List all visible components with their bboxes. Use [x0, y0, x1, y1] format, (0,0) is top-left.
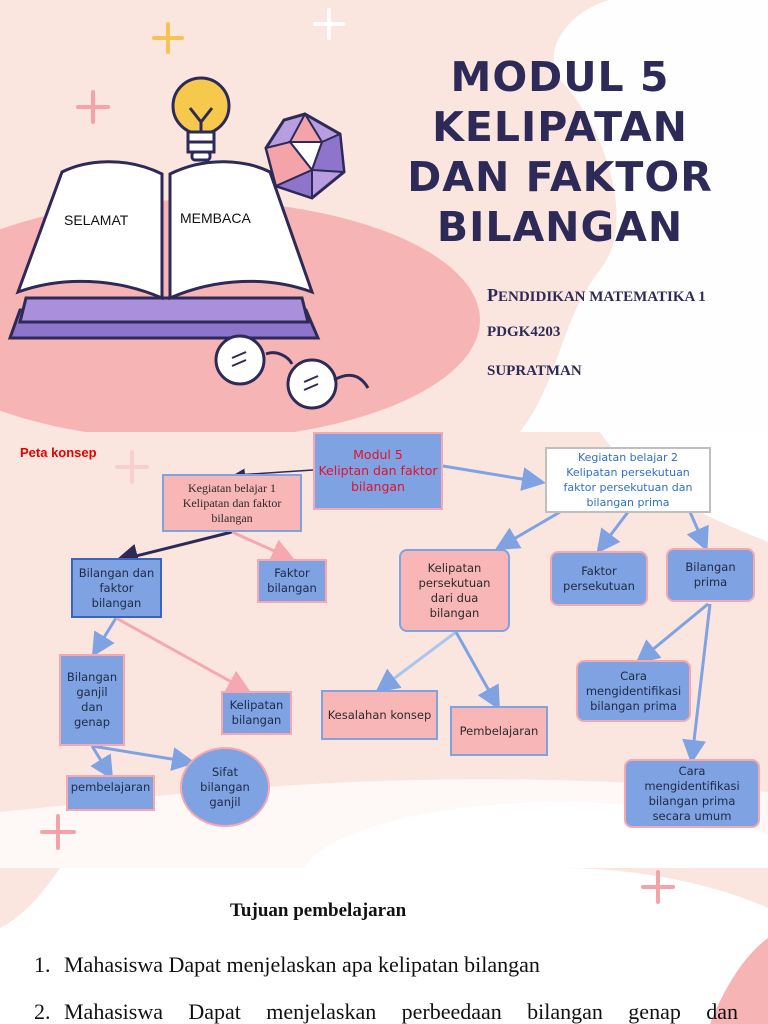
concept-map-heading: Peta konsep	[20, 445, 97, 460]
root-line: Modul 5	[353, 447, 403, 463]
page-title: MODUL 5 KELIPATAN DAN FAKTOR BILANGAN	[395, 52, 725, 252]
objective-number: 1.	[34, 952, 64, 978]
plus-decoration-icon	[154, 24, 182, 52]
node-root: Modul 5 Keliptan dan faktor bilangan	[313, 432, 443, 510]
node-kegiatan-belajar-1: Kegiatan belajar 1 Kelipatan dan faktor …	[162, 474, 302, 532]
node-kegiatan-belajar-2: Kegiatan belajar 2 Kelipatan persekutuan…	[545, 447, 711, 513]
concept-map-slide: Peta konsep Modul 5 Keliptan dan faktor …	[0, 432, 768, 868]
node-kelipatan-persekutuan: Kelipatan persekutuan dari dua bilangan	[399, 549, 510, 632]
node-cara-identifikasi-prima-umum: Cara mengidentifikasi bilangan prima sec…	[624, 759, 760, 828]
node-kesalahan-konsep: Kesalahan konsep	[321, 690, 438, 740]
objectives-section: Tujuan pembelajaran 1. Mahasiswa Dapat m…	[0, 868, 768, 1024]
author-name: SUPRATMAN	[487, 363, 582, 380]
node-sifat-bilangan-ganjil: Sifat bilangan ganjil	[180, 747, 270, 827]
book-left-text: SELAMAT	[64, 212, 128, 228]
objective-number: 2.	[34, 999, 64, 1024]
objective-item: 1. Mahasiswa Dapat menjelaskan apa kelip…	[34, 952, 738, 978]
node-kelipatan-bilangan: Kelipatan bilangan	[221, 691, 292, 735]
glasses-icon	[208, 332, 374, 416]
title-line: KELIPATAN	[395, 102, 725, 152]
course-code: PDGK4203	[487, 324, 560, 341]
objectives-title: Tujuan pembelajaran	[230, 900, 406, 922]
node-bilangan-ganjil-genap: Bilangan ganjil dan genap	[59, 654, 125, 746]
node-bilangan-dan-faktor: Bilangan dan faktor bilangan	[71, 558, 162, 618]
root-line: Keliptan dan faktor	[318, 463, 437, 479]
root-line: bilangan	[351, 479, 405, 495]
node-pembelajaran-left: pembelajaran	[66, 775, 155, 811]
objective-text: Mahasiswa Dapat menjelaskan apa kelipata…	[64, 952, 738, 978]
title-line: DAN FAKTOR	[395, 152, 725, 202]
title-slide: SELAMAT MEMBACA MODUL 5 KELIPATAN DAN FA…	[0, 0, 768, 432]
node-bilangan-prima: Bilangan prima	[666, 548, 755, 602]
node-cara-identifikasi-prima: Cara mengidentifikasi bilangan prima	[576, 660, 691, 722]
node-faktor-bilangan: Faktor bilangan	[257, 559, 327, 603]
course-initial: P	[487, 285, 498, 305]
book-right-text: MEMBACA	[180, 210, 251, 226]
title-line: MODUL 5	[395, 52, 725, 102]
title-line: BILANGAN	[395, 202, 725, 252]
open-book-icon	[6, 150, 326, 350]
objective-text: Mahasiswa Dapat menjelaskan perbeedaan b…	[64, 999, 738, 1024]
course-rest: ENDIDIKAN MATEMATIKA 1	[498, 289, 706, 305]
course-name: PENDIDIKAN MATEMATIKA 1	[487, 285, 706, 306]
objective-item: 2. Mahasiswa Dapat menjelaskan perbeedaa…	[34, 999, 738, 1024]
node-pembelajaran-right: Pembelajaran	[450, 706, 548, 756]
node-faktor-persekutuan: Faktor persekutuan	[550, 551, 648, 606]
